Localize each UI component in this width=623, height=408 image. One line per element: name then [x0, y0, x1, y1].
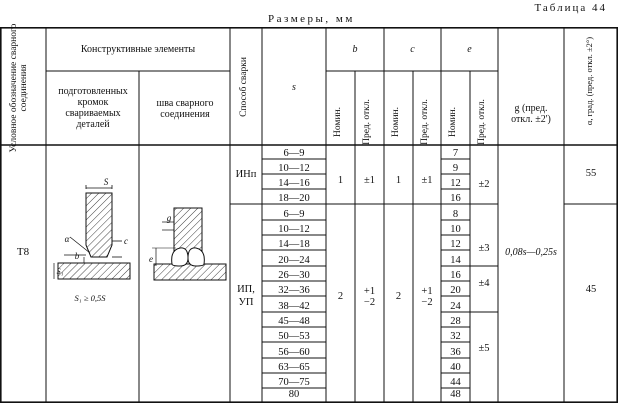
s-cell: 38—42 [278, 301, 310, 312]
header-e: e [467, 44, 472, 55]
e-nom-cell: 16 [450, 193, 461, 204]
alpha-group-2: 45 [585, 284, 597, 295]
sketch-label-alpha: α [64, 234, 70, 244]
c-dev-minus-group-2: −2 [421, 297, 433, 308]
header-prepared: подготовленных кромок свариваемых детале… [58, 86, 128, 130]
header-seam: шва сварного соединения [156, 98, 214, 120]
sketch-weld-seam [152, 207, 227, 281]
sketch-label-s: S [103, 177, 109, 187]
header-e-dev: Пред. откл. [477, 99, 487, 145]
e-nom-cell: 7 [452, 148, 459, 159]
sketch-label-s1: S₁ [56, 267, 64, 276]
header-b: b [352, 44, 358, 55]
sketch-label-c: c [124, 236, 128, 246]
e-nom-cell: 20 [450, 285, 461, 296]
header-s: s [292, 82, 296, 93]
s-cell: 20—24 [278, 255, 310, 266]
c-dev-plus-group-2: +1 [421, 286, 433, 297]
e-nom-cell: 44 [450, 377, 461, 388]
header-g: g (пред. откл. ±2') [511, 103, 551, 125]
c-nom-group-2: 2 [395, 291, 402, 302]
c-nom-group-1: 1 [395, 175, 402, 186]
e-nom-cell: 10 [450, 224, 461, 235]
e-nom-cell: 32 [450, 331, 461, 342]
e-nom-cell: 48 [450, 389, 461, 400]
s-cell: 32—36 [278, 285, 310, 296]
s-cell: 70—75 [278, 377, 310, 388]
alpha-group-1: 55 [585, 168, 597, 179]
header-c-dev: Пред. откл. [420, 99, 430, 145]
e-nom-cell: 8 [452, 209, 459, 220]
e-nom-cell: 36 [450, 347, 461, 358]
b-nom-group-2: 2 [337, 291, 344, 302]
s-cell: 56—60 [278, 347, 310, 358]
s-cell: 45—48 [278, 316, 310, 327]
header-method: Способ сварки [239, 57, 249, 117]
sketch-label-g: g [166, 213, 172, 223]
sizes-caption: Размеры, мм [268, 13, 355, 25]
e-dev-cell: ±3 [478, 243, 490, 254]
e-nom-cell: 12 [450, 178, 461, 189]
table-title: Таблица 44 [534, 2, 607, 14]
e-nom-cell: 12 [450, 239, 461, 250]
s-cell: 50—53 [278, 331, 310, 342]
s-cell: 63—65 [278, 362, 310, 373]
sketch-label-s1-rule: S₁ ≥ 0,5S [74, 293, 106, 303]
header-b-dev: Пред. откл. [362, 99, 372, 145]
s-cell: 14—16 [278, 178, 310, 189]
s-cell: 18—20 [278, 193, 310, 204]
designation-cell: Т8 [16, 246, 30, 258]
e-nom-cell: 14 [450, 255, 461, 266]
header-c-nom: Номин. [391, 107, 401, 137]
e-dev-group-1: ±2 [478, 179, 490, 190]
method-group-2: ИП, УП [237, 284, 255, 308]
header-b-nom: Номин. [333, 107, 343, 137]
b-dev-plus-group-2: +1 [363, 286, 376, 297]
sketch-label-b: b [74, 251, 80, 261]
e-dev-cell: ±4 [478, 278, 490, 289]
b-nom-group-1: 1 [337, 175, 344, 186]
e-nom-cell: 16 [450, 270, 461, 281]
c-dev-group-1: ±1 [421, 175, 433, 186]
header-designation: Условное обозначение сварного соединения [9, 23, 29, 153]
header-c: c [410, 44, 415, 55]
s-cell: 26—30 [278, 270, 310, 281]
table-grid [0, 27, 618, 403]
header-constructive: Конструктивные элементы [80, 44, 196, 55]
e-nom-cell: 28 [450, 316, 461, 327]
s-cell: 10—12 [278, 224, 310, 235]
s-cell: 14—18 [278, 239, 310, 250]
sketch-label-e: e [149, 254, 153, 264]
e-nom-cell: 24 [450, 301, 461, 312]
e-nom-cell: 9 [452, 163, 459, 174]
e-nom-cell: 40 [450, 362, 461, 373]
s-cell: 10—12 [278, 163, 310, 174]
b-dev-group-1: ±1 [363, 175, 375, 186]
s-cell: 80 [288, 389, 300, 400]
header-alpha: α, град. (пред. откл. ±2°) [584, 36, 594, 126]
s-cell: 6—9 [283, 209, 305, 220]
g-value: 0,08s—0,25s [505, 247, 557, 258]
s-cell: 6—9 [283, 148, 305, 159]
method-group-1: ИНп [235, 169, 257, 180]
sketch-prepared-edges [53, 185, 131, 280]
b-dev-minus-group-2: −2 [363, 297, 376, 308]
e-dev-cell: ±5 [478, 343, 490, 354]
